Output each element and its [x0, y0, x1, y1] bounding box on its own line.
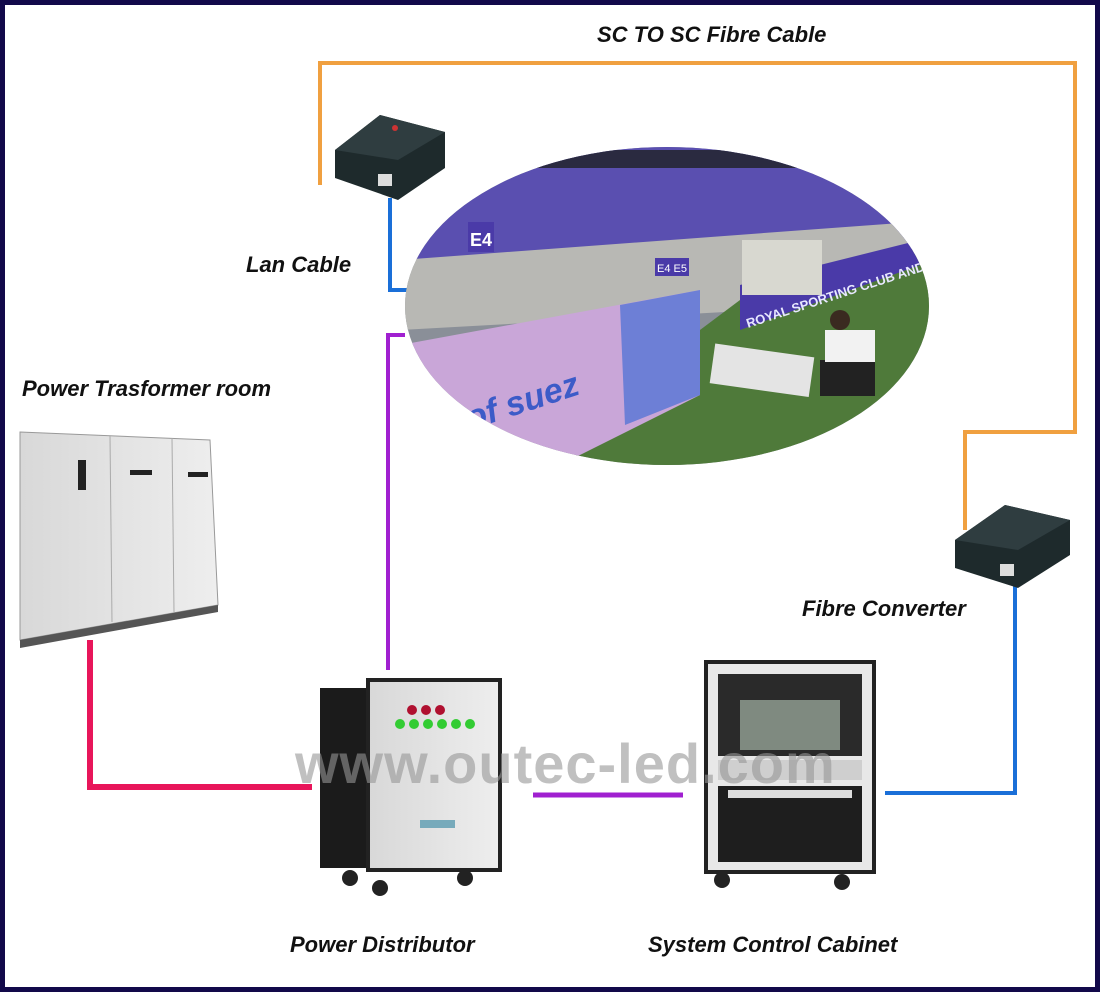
power-distributor-box — [320, 678, 502, 896]
lan-cable-line — [388, 198, 408, 292]
sign-e4: E4 — [470, 230, 492, 250]
label-transformer-room: Power Trasformer room — [22, 376, 272, 401]
fibre-converter-right — [955, 505, 1070, 588]
label-control-cabinet: System Control Cabinet — [648, 932, 898, 957]
power-transformer-cabinet — [19, 431, 219, 648]
label-fibre-cable: SC TO SC Fibre Cable — [597, 22, 827, 47]
red-power-line — [87, 640, 312, 790]
blue-lan-line-right — [885, 585, 1017, 795]
stadium-led-photo: E4 E4 E5 ROYAL SPORTING CLUB ANDERLECHT … — [405, 147, 929, 465]
fibre-converter-top — [335, 115, 445, 200]
system-control-cabinet-box — [704, 660, 876, 890]
label-lan-cable: Lan Cable — [246, 252, 352, 277]
purple-power-line-vertical — [386, 333, 405, 670]
sign-e4e5: E4 E5 — [657, 263, 687, 275]
label-fibre-converter: Fibre Converter — [802, 596, 966, 621]
fibre-cable-line — [318, 61, 1077, 530]
watermark: www.outec-led.com — [295, 732, 836, 795]
label-power-distributor: Power Distributor — [290, 932, 475, 957]
